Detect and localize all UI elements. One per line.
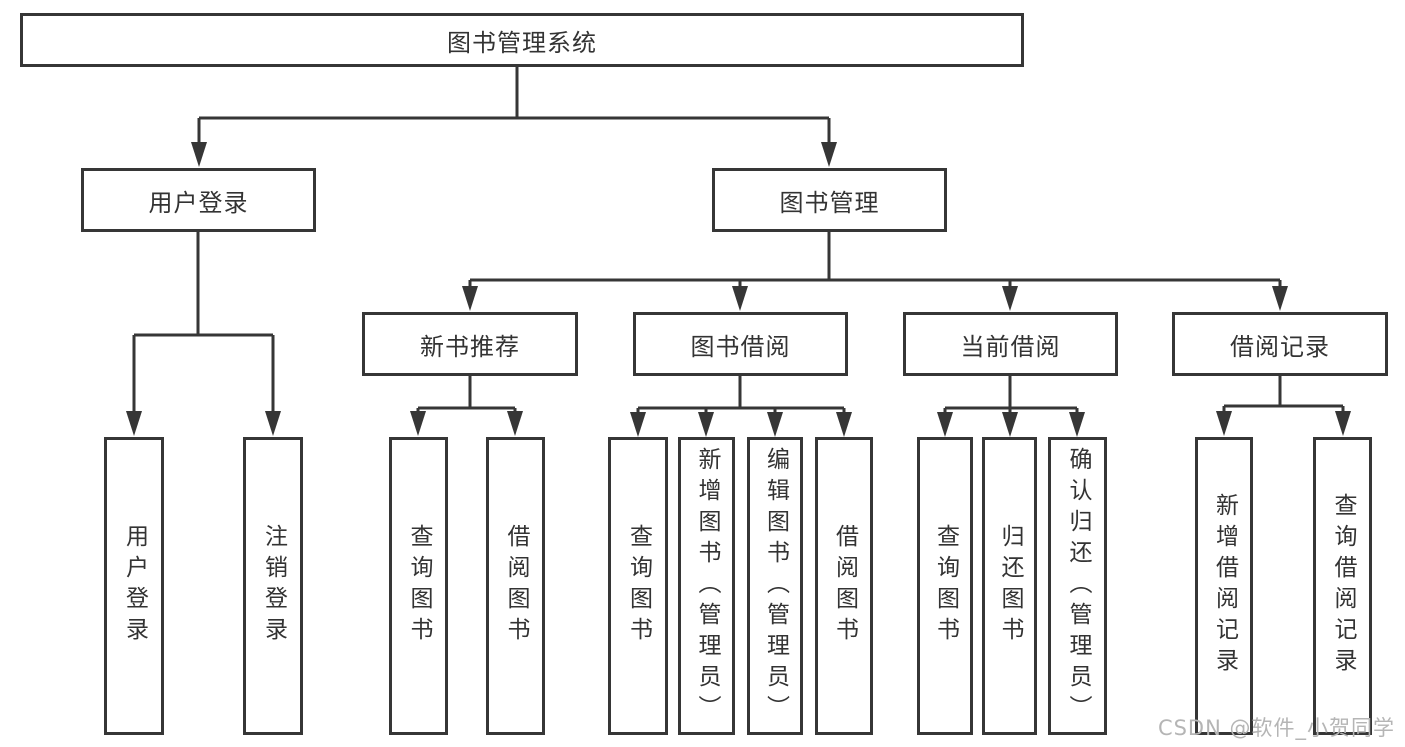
- leaf-return-books-label: 归还图书: [997, 524, 1023, 648]
- leaf-borrow-books-recommend-label: 借阅图书: [503, 524, 529, 648]
- leaf-borrow-books-borrowing-label: 借阅图书: [831, 524, 858, 648]
- node-book-borrowing-label: 图书借阅: [690, 332, 791, 361]
- node-user-login: 用户登录: [81, 168, 316, 232]
- leaf-query-books-borrowing: 查询图书: [608, 437, 668, 735]
- leaf-query-borrow-record: 查询借阅记录: [1313, 437, 1372, 735]
- node-library-system-label: 图书管理系统: [447, 28, 597, 57]
- node-library-system: 图书管理系统: [20, 13, 1024, 67]
- leaf-edit-book-admin: 编辑图书（管理员）: [747, 437, 803, 735]
- leaf-confirm-return-admin-label: 确认归还（管理员）: [1065, 446, 1091, 726]
- arrowhead-icons: [126, 142, 1351, 437]
- leaf-query-books-recommend: 查询图书: [389, 437, 448, 735]
- leaf-add-borrow-record: 新增借阅记录: [1195, 437, 1253, 735]
- leaf-confirm-return-admin: 确认归还（管理员）: [1048, 437, 1107, 735]
- node-current-borrowing-label: 当前借阅: [960, 332, 1061, 361]
- leaf-edit-book-admin-label: 编辑图书（管理员）: [762, 446, 789, 726]
- node-borrow-records: 借阅记录: [1172, 312, 1388, 376]
- node-new-book-recommend-label: 新书推荐: [420, 332, 520, 361]
- leaf-query-books-current: 查询图书: [917, 437, 973, 735]
- node-user-login-label: 用户登录: [148, 188, 249, 217]
- node-book-management: 图书管理: [712, 168, 947, 232]
- leaf-borrow-books-borrowing: 借阅图书: [815, 437, 873, 735]
- leaf-borrow-books-recommend: 借阅图书: [486, 437, 545, 735]
- leaf-query-borrow-record-label: 查询借阅记录: [1330, 493, 1356, 679]
- leaf-query-books-recommend-label: 查询图书: [406, 524, 432, 648]
- leaf-return-books: 归还图书: [982, 437, 1037, 735]
- node-book-management-label: 图书管理: [779, 188, 880, 217]
- leaf-add-book-admin-label: 新增图书（管理员）: [694, 446, 720, 726]
- node-borrow-records-label: 借阅记录: [1230, 332, 1330, 361]
- leaf-query-books-borrowing-label: 查询图书: [625, 524, 652, 648]
- leaf-add-book-admin: 新增图书（管理员）: [678, 437, 735, 735]
- leaf-query-books-current-label: 查询图书: [932, 524, 959, 648]
- node-current-borrowing: 当前借阅: [903, 312, 1118, 376]
- leaf-add-borrow-record-label: 新增借阅记录: [1211, 493, 1238, 679]
- leaf-user-login-label: 用户登录: [121, 524, 148, 648]
- node-book-borrowing: 图书借阅: [633, 312, 848, 376]
- leaf-logout-label: 注销登录: [260, 524, 287, 648]
- leaf-logout: 注销登录: [243, 437, 303, 735]
- node-new-book-recommend: 新书推荐: [362, 312, 578, 376]
- csdn-watermark: CSDN @软件_小贺同学: [1157, 716, 1395, 740]
- leaf-user-login: 用户登录: [104, 437, 164, 735]
